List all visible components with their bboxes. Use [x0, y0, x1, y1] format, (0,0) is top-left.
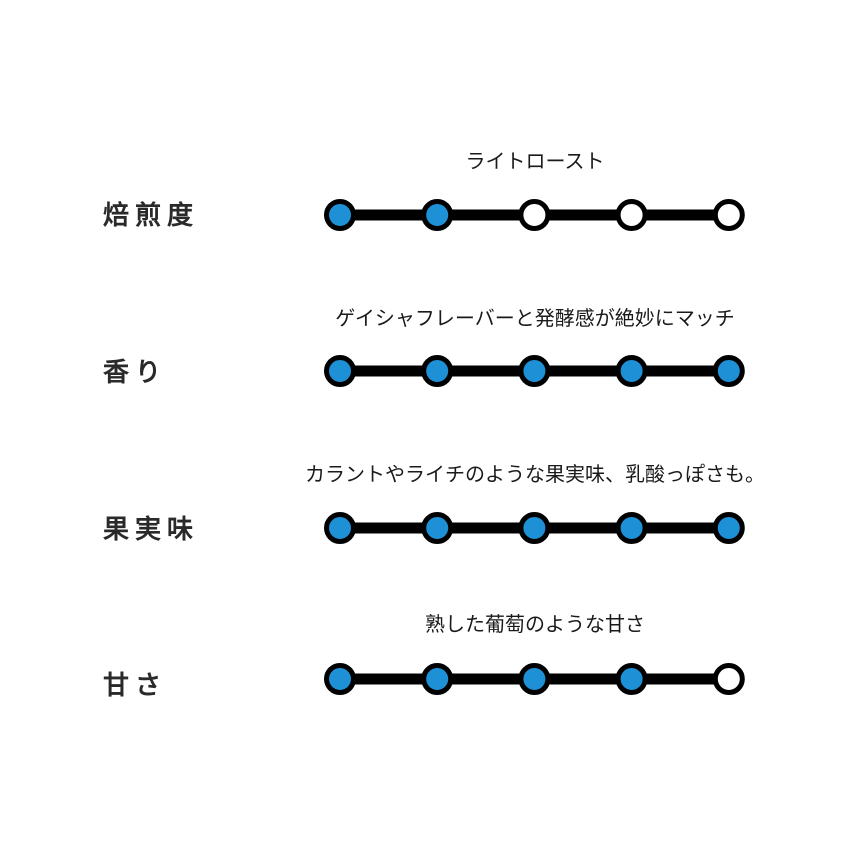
row-label-roast: 焙煎度 — [103, 201, 200, 231]
rating-dot-empty — [712, 663, 745, 695]
rating-dot-filled — [518, 512, 551, 544]
rating-dot-filled — [421, 512, 454, 544]
row-description-aroma: ゲイシャフレーバーと発酵感が絶妙にマッチ — [335, 306, 735, 330]
rating-dot-filled — [615, 355, 648, 387]
row-label-sweetness: 甘さ — [103, 671, 168, 701]
row-description-sweetness: 熟した葡萄のような甘さ — [425, 612, 645, 636]
row-description-fruitiness: カラントやライチのような果実味、乳酸っぽさも。 — [305, 462, 765, 486]
rating-dot-empty — [615, 199, 648, 231]
row-description-roast: ライトロースト — [465, 149, 605, 173]
rating-dot-filled — [615, 512, 648, 544]
rating-dot-filled — [712, 512, 745, 544]
rating-dot-filled — [324, 199, 356, 231]
scale-fruitiness — [324, 512, 745, 544]
rating-dot-filled — [324, 355, 356, 387]
scale-sweetness — [324, 663, 745, 695]
rating-dot-empty — [518, 199, 551, 231]
rating-dot-filled — [421, 199, 454, 231]
rating-dot-filled — [421, 663, 454, 695]
rating-dot-filled — [518, 355, 551, 387]
rating-dot-empty — [712, 199, 745, 231]
rating-dot-filled — [518, 663, 551, 695]
rating-dot-filled — [324, 512, 356, 544]
rating-dot-filled — [421, 355, 454, 387]
rating-dot-filled — [615, 663, 648, 695]
row-label-aroma: 香り — [103, 358, 168, 388]
rating-dot-filled — [712, 355, 745, 387]
scale-roast — [324, 199, 745, 231]
rating-dot-filled — [324, 663, 356, 695]
row-label-fruitiness: 果実味 — [103, 515, 200, 545]
scale-aroma — [324, 355, 745, 387]
